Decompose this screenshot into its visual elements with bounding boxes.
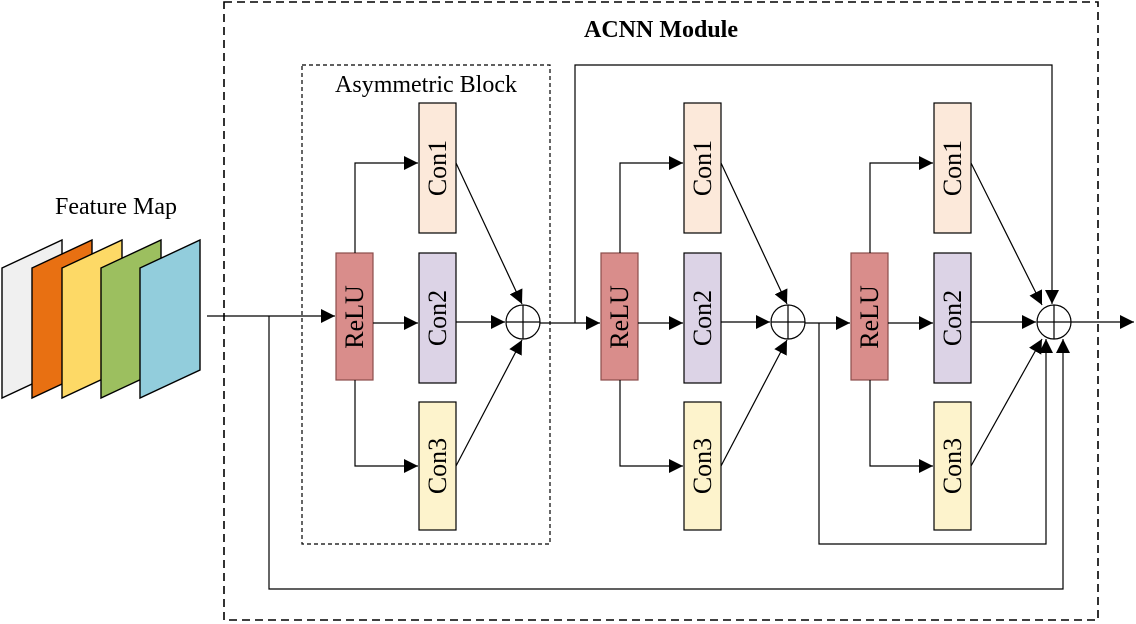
asymmetric-block-1: ReLU Con1 Con2 Con3 bbox=[335, 102, 541, 531]
conv2-label: Con2 bbox=[423, 290, 452, 346]
connector-arrow bbox=[619, 380, 683, 473]
conv2-label: Con2 bbox=[938, 290, 967, 346]
connector-arrow bbox=[869, 156, 933, 253]
connector-arrow bbox=[818, 323, 1053, 545]
connector-arrow bbox=[455, 162, 523, 305]
conv2-node bbox=[683, 252, 722, 384]
asymmetric-block-title: Asymmetric Block bbox=[335, 72, 517, 98]
connector-arrow bbox=[354, 156, 418, 253]
feature-map-layer bbox=[139, 238, 201, 400]
asymmetric-block-frame bbox=[301, 64, 551, 545]
relu-label: ReLU bbox=[605, 285, 634, 349]
connector-arrow bbox=[354, 380, 418, 473]
connector-arrow bbox=[268, 316, 1070, 590]
acnn-module-title: ACNN Module bbox=[584, 17, 738, 43]
conv3-node bbox=[683, 401, 722, 531]
conv1-label: Con1 bbox=[938, 140, 967, 196]
connector-arrow bbox=[720, 162, 788, 305]
conv1-node bbox=[418, 102, 457, 234]
asymmetric-block-3: ReLU Con1 Con2 Con3 bbox=[850, 102, 1072, 531]
conv3-label: Con3 bbox=[423, 438, 452, 494]
conv3-node bbox=[933, 401, 972, 531]
connector-arrow bbox=[720, 339, 788, 467]
conv1-node bbox=[933, 102, 972, 234]
connector-arrow bbox=[970, 338, 1043, 467]
conv2-node bbox=[933, 252, 972, 384]
connector-arrow bbox=[619, 156, 683, 253]
skip-connections bbox=[207, 64, 1134, 590]
relu-label: ReLU bbox=[855, 285, 884, 349]
conv2-label: Con2 bbox=[688, 290, 717, 346]
conv1-node bbox=[683, 102, 722, 234]
conv1-label: Con1 bbox=[423, 140, 452, 196]
conv3-label: Con3 bbox=[688, 438, 717, 494]
asymmetric-block-2: ReLU Con1 Con2 Con3 bbox=[600, 102, 806, 531]
connector-arrow bbox=[970, 162, 1043, 306]
feature-map-label: Feature Map bbox=[55, 194, 177, 220]
conv2-node bbox=[418, 252, 457, 384]
conv3-label: Con3 bbox=[938, 438, 967, 494]
acnn-module-frame bbox=[223, 1, 1099, 621]
connector-arrow bbox=[574, 64, 1059, 323]
conv1-label: Con1 bbox=[688, 140, 717, 196]
connector-arrow bbox=[455, 339, 523, 467]
relu-label: ReLU bbox=[340, 285, 369, 349]
feature-map: Feature Map bbox=[1, 194, 201, 400]
connector-arrow bbox=[869, 380, 933, 473]
